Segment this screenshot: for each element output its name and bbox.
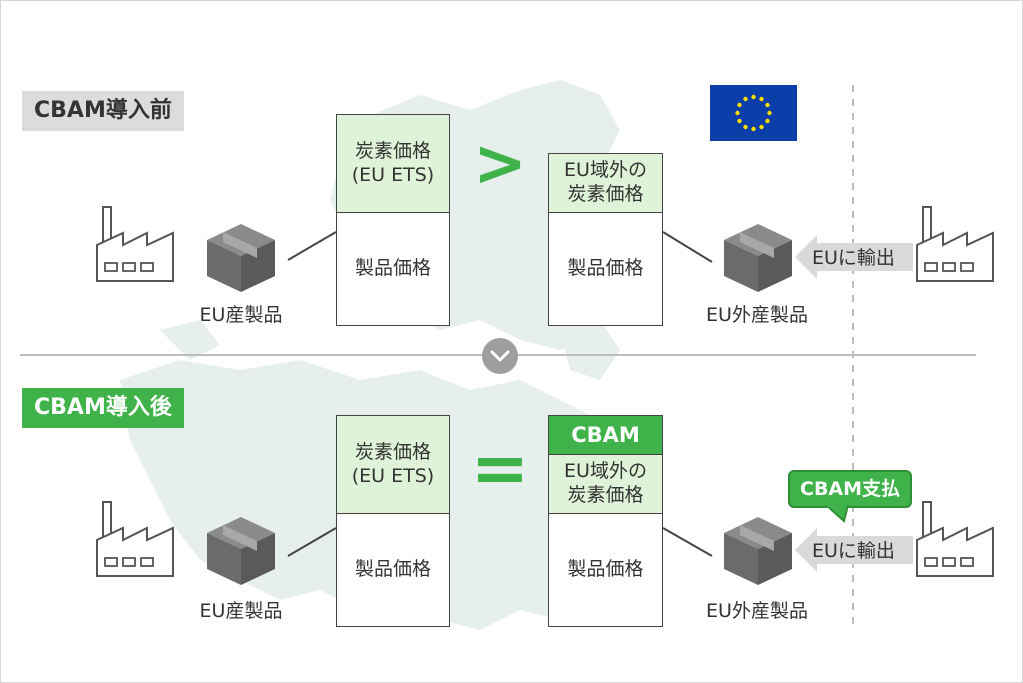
export-label: EUに輸出 — [812, 247, 895, 269]
eu-price-box: 炭素価格 (EU ETS) 製品価格 — [336, 114, 450, 326]
greater-than-symbol: > — [473, 127, 527, 201]
eu-product-price: 製品価格 — [337, 513, 449, 626]
before-label: CBAM導入前 — [22, 91, 184, 131]
factory-icon — [96, 206, 174, 282]
cbam-payment-bubble: CBAM支払 — [788, 470, 913, 508]
box-icon — [724, 517, 792, 585]
box-icon — [724, 224, 792, 292]
non-eu-price-box: EU域外の 炭素価格 製品価格 — [548, 153, 663, 326]
equals-symbol: = — [470, 427, 530, 509]
cbam-cost: CBAM — [549, 416, 662, 454]
non-eu-product-caption: EU外産製品 — [706, 600, 808, 622]
non-eu-carbon-price: EU域外の 炭素価格 — [549, 154, 662, 212]
eu-product-caption: EU産製品 — [199, 304, 283, 326]
left-arrow-icon — [795, 528, 913, 572]
eu-carbon-price: 炭素価格 (EU ETS) — [337, 416, 449, 513]
non-eu-product-price: 製品価格 — [549, 513, 662, 626]
eu-flag-icon — [710, 85, 797, 141]
bubble-tail — [826, 505, 850, 523]
factory-icon — [916, 206, 994, 282]
non-eu-product-price: 製品価格 — [549, 212, 662, 325]
eu-product-caption: EU産製品 — [199, 600, 283, 622]
left-arrow-icon — [795, 235, 913, 279]
box-icon — [207, 517, 275, 585]
after-label: CBAM導入後 — [22, 388, 184, 428]
chevron-down-icon — [482, 338, 518, 374]
non-eu-carbon-price: EU域外の 炭素価格 — [549, 454, 662, 513]
factory-icon — [916, 501, 994, 577]
export-label: EUに輸出 — [812, 540, 895, 562]
box-icon — [207, 224, 275, 292]
non-eu-product-caption: EU外産製品 — [706, 304, 808, 326]
non-eu-price-box: CBAM EU域外の 炭素価格 製品価格 — [548, 415, 663, 627]
eu-carbon-price: 炭素価格 (EU ETS) — [337, 115, 449, 212]
eu-product-price: 製品価格 — [337, 212, 449, 325]
factory-icon — [96, 501, 174, 577]
eu-price-box: 炭素価格 (EU ETS) 製品価格 — [336, 415, 450, 627]
